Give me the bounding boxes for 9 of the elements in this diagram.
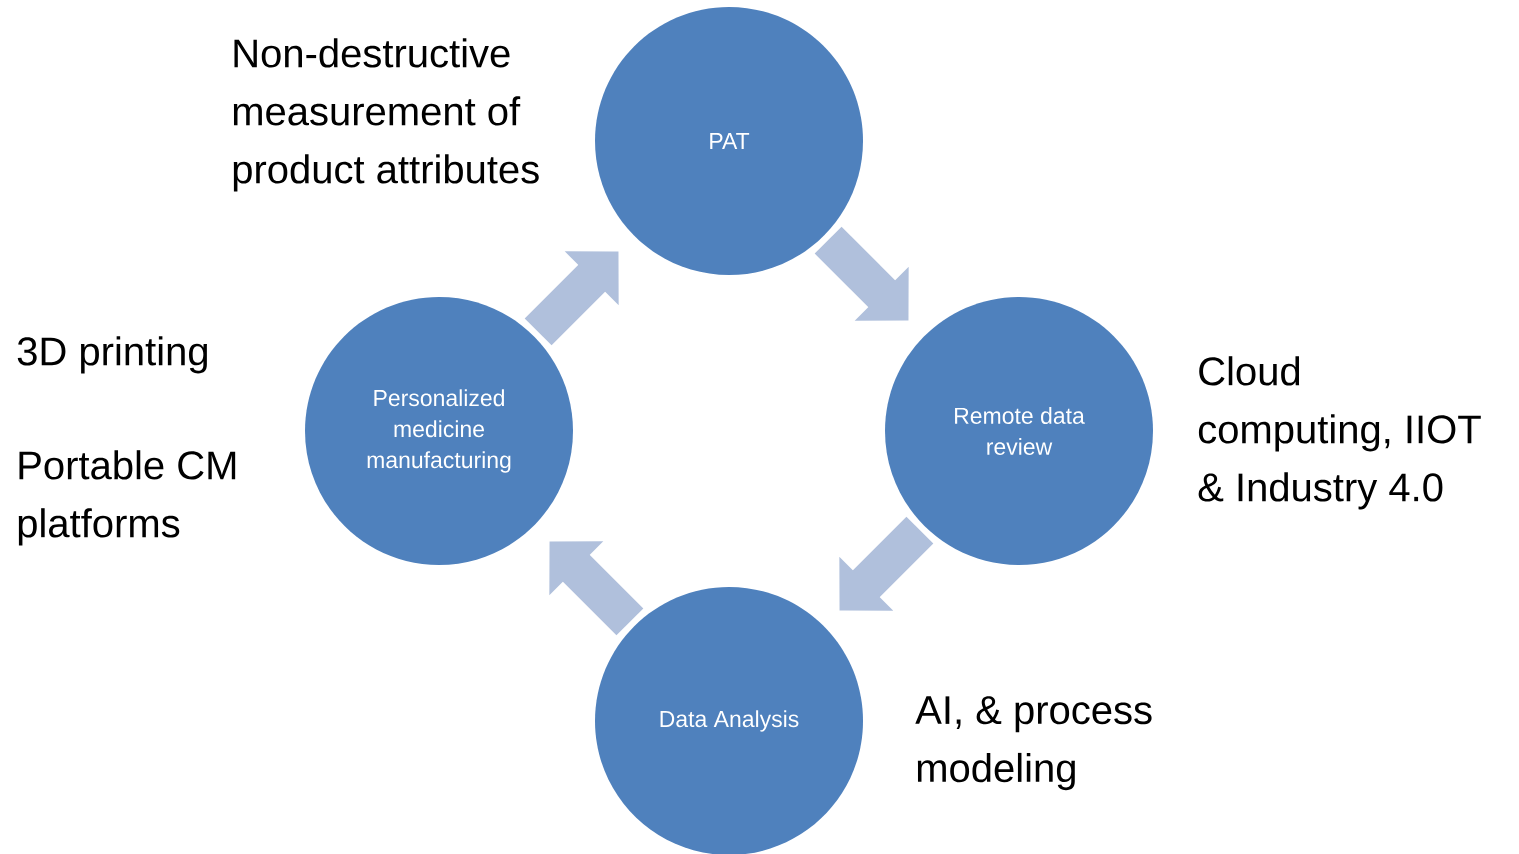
block-arrow <box>524 251 619 346</box>
block-arrow <box>814 226 909 321</box>
block-arrow <box>839 516 934 611</box>
annotation-text: Portable CM platforms <box>18 450 236 546</box>
block-arrow <box>549 541 644 636</box>
annotation-text: Cloud computing, IIOT & Industry 4.0 <box>1198 356 1481 510</box>
annotation-text: AI, & process modeling <box>915 696 1152 791</box>
annotation-text: Non-destructive measurement of product attributes <box>233 38 539 192</box>
annotation-text: 3D printing <box>17 336 207 374</box>
